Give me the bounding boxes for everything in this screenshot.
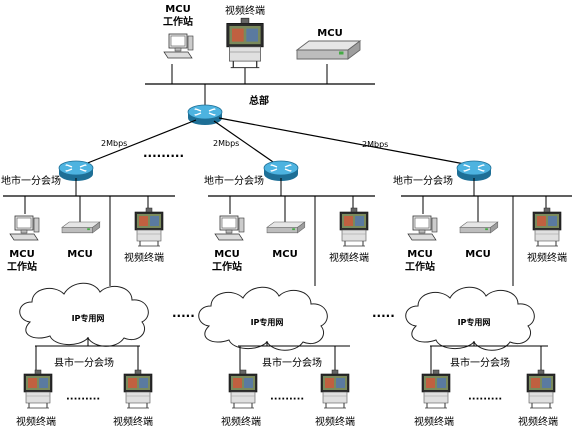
county-ellipsis: ········· bbox=[66, 394, 100, 405]
county-terminal-icon-b bbox=[123, 369, 153, 409]
link-label-middle: 2Mbps bbox=[213, 139, 239, 148]
county-label: 县市一分会场 bbox=[450, 356, 510, 369]
branch-mcu-workstation-label: MCU bbox=[9, 249, 34, 260]
county-terminal-icon-b bbox=[526, 369, 556, 409]
county-terminal-label-a: 视频终端 bbox=[414, 415, 454, 428]
branch-ellipsis-right: ····· bbox=[372, 309, 395, 323]
branch-site: 地市一分会场 MCU 工作站 MCU 视频终端 IP专用网 县市一分会场 视频终… bbox=[198, 160, 375, 428]
hq-mcu-icon bbox=[296, 40, 361, 60]
county-label: 县市一分会场 bbox=[262, 356, 322, 369]
wan-links: 2Mbps 2Mbps 2Mbps ········· bbox=[79, 117, 471, 167]
county-label: 县市一分会场 bbox=[54, 356, 114, 369]
ip-cloud-label: IP专用网 bbox=[72, 313, 105, 323]
branch-mcu-workstation-label-2: 工作站 bbox=[212, 260, 242, 273]
branch-video-terminal-icon bbox=[532, 207, 562, 247]
hq-workstation-icon bbox=[163, 33, 194, 59]
county-terminal-label-b: 视频终端 bbox=[518, 415, 558, 428]
hq-mcu-label: MCU bbox=[317, 28, 342, 39]
county-terminal-icon-a bbox=[23, 369, 53, 409]
branch-mcu-icon bbox=[61, 221, 101, 234]
county-terminal-label-a: 视频终端 bbox=[221, 415, 261, 428]
branch-video-terminal-icon bbox=[134, 207, 164, 247]
county-terminal-icon-a bbox=[421, 369, 451, 409]
branch-mcu-label: MCU bbox=[67, 249, 92, 260]
county-terminal-label-b: 视频终端 bbox=[315, 415, 355, 428]
branch-label: 地市一分会场 bbox=[1, 174, 61, 187]
hq-label: 总部 bbox=[249, 94, 269, 107]
branch-ellipsis-left: ····· bbox=[172, 309, 195, 323]
branch-mcu-label: MCU bbox=[465, 249, 490, 260]
ip-cloud-label: IP专用网 bbox=[458, 317, 491, 327]
branch-label: 地市一分会场 bbox=[393, 174, 453, 187]
branch-mcu-icon bbox=[459, 221, 499, 234]
hq-mcu-workstation-label: MCU bbox=[165, 4, 190, 15]
branch-mcu-workstation-label: MCU bbox=[214, 249, 239, 260]
branch-mcu-label: MCU bbox=[272, 249, 297, 260]
county-terminal-icon-b bbox=[320, 369, 350, 409]
branch-video-terminal-label: 视频终端 bbox=[329, 251, 369, 264]
branch-workstation-icon bbox=[214, 215, 245, 241]
hq-video-terminal-icon bbox=[226, 17, 264, 69]
branch-workstation-icon bbox=[9, 215, 40, 241]
branch-video-terminal-label: 视频终端 bbox=[527, 251, 567, 264]
ip-cloud-label: IP专用网 bbox=[251, 317, 284, 327]
branch-mcu-workstation-label-2: 工作站 bbox=[405, 260, 435, 273]
branch-mcu-workstation-label: MCU bbox=[407, 249, 432, 260]
hq-router-icon bbox=[187, 104, 223, 126]
county-terminal-icon-a bbox=[228, 369, 258, 409]
link-label-right: 2Mbps bbox=[362, 140, 388, 149]
branch-video-terminal-icon bbox=[339, 207, 369, 247]
hq-site: MCU 工作站 视频终端 MCU 总部 bbox=[145, 4, 375, 126]
branch-mcu-workstation-label-2: 工作站 bbox=[7, 260, 37, 273]
hq-video-terminal-label: 视频终端 bbox=[225, 4, 265, 17]
hq-mcu-workstation-label-2: 工作站 bbox=[163, 15, 193, 28]
link-label-left: 2Mbps bbox=[101, 139, 127, 148]
branch-video-terminal-label: 视频终端 bbox=[124, 251, 164, 264]
branch-workstation-icon bbox=[407, 215, 438, 241]
county-ellipsis: ········· bbox=[468, 394, 502, 405]
county-terminal-label-a: 视频终端 bbox=[16, 415, 56, 428]
ellipsis-dots: ········· bbox=[143, 149, 184, 163]
branch-site: 地市一分会场 MCU 工作站 MCU 视频终端 IP专用网 县市一分会场 视频终… bbox=[393, 160, 572, 428]
branch-label: 地市一分会场 bbox=[204, 174, 264, 187]
county-ellipsis: ········· bbox=[270, 394, 304, 405]
branch-site: 地市一分会场 MCU 工作站 MCU 视频终端 IP专用网 县市一分会场 视频终… bbox=[1, 160, 175, 428]
county-terminal-label-b: 视频终端 bbox=[113, 415, 153, 428]
branch-mcu-icon bbox=[266, 221, 306, 234]
